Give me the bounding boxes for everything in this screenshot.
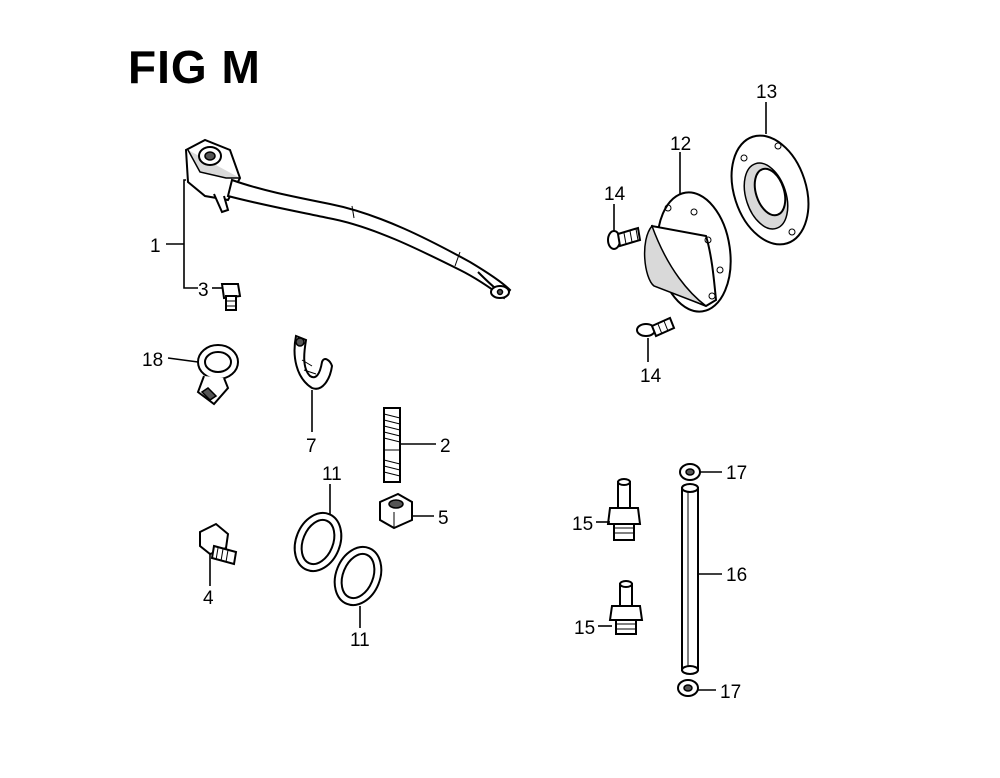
callout-14-lower: 14 bbox=[640, 366, 662, 387]
callout-11-upper: 11 bbox=[322, 464, 342, 485]
figure-title: FIG M bbox=[128, 41, 261, 93]
part-15-fitting-b bbox=[608, 580, 644, 635]
part-17-clip-b bbox=[677, 679, 699, 697]
part-2-stud bbox=[383, 407, 401, 483]
callout-14-upper: 14 bbox=[604, 184, 626, 205]
part-14-screw-a bbox=[607, 226, 642, 250]
part-17-clip-a bbox=[679, 463, 701, 481]
part-3-bolt bbox=[220, 283, 242, 311]
part-16-tube bbox=[681, 483, 699, 675]
part-14-screw-b bbox=[636, 316, 676, 338]
part-18-clamp bbox=[196, 344, 239, 406]
callout-1: 1 bbox=[150, 236, 161, 257]
part-13-flange bbox=[730, 134, 810, 246]
callout-11-lower: 11 bbox=[350, 630, 370, 651]
callout-15-lower: 15 bbox=[574, 618, 595, 639]
callout-15-upper: 15 bbox=[572, 514, 593, 535]
part-15-fitting-a bbox=[606, 478, 642, 541]
callout-4: 4 bbox=[203, 588, 214, 609]
part-1-cable bbox=[184, 138, 512, 300]
callout-2: 2 bbox=[440, 436, 451, 457]
callout-17-upper: 17 bbox=[726, 463, 747, 484]
callout-labels: 1 3 18 7 2 5 4 11 11 12 13 14 14 15 15 1… bbox=[142, 82, 777, 703]
leader-lines bbox=[166, 102, 767, 691]
part-11-gasket-a bbox=[293, 511, 343, 573]
part-5-nut bbox=[379, 492, 413, 530]
part-4-bolt bbox=[199, 522, 238, 566]
part-7-clip bbox=[293, 334, 334, 390]
callout-7: 7 bbox=[306, 436, 317, 457]
part-12-cover bbox=[643, 191, 732, 313]
callout-18: 18 bbox=[142, 350, 163, 371]
callout-17-lower: 17 bbox=[720, 682, 741, 703]
callout-13: 13 bbox=[756, 82, 777, 103]
callout-12: 12 bbox=[670, 134, 691, 155]
callout-5: 5 bbox=[438, 508, 449, 529]
callout-16: 16 bbox=[726, 565, 747, 586]
callout-3: 3 bbox=[198, 280, 209, 301]
part-11-gasket-b bbox=[333, 545, 383, 607]
